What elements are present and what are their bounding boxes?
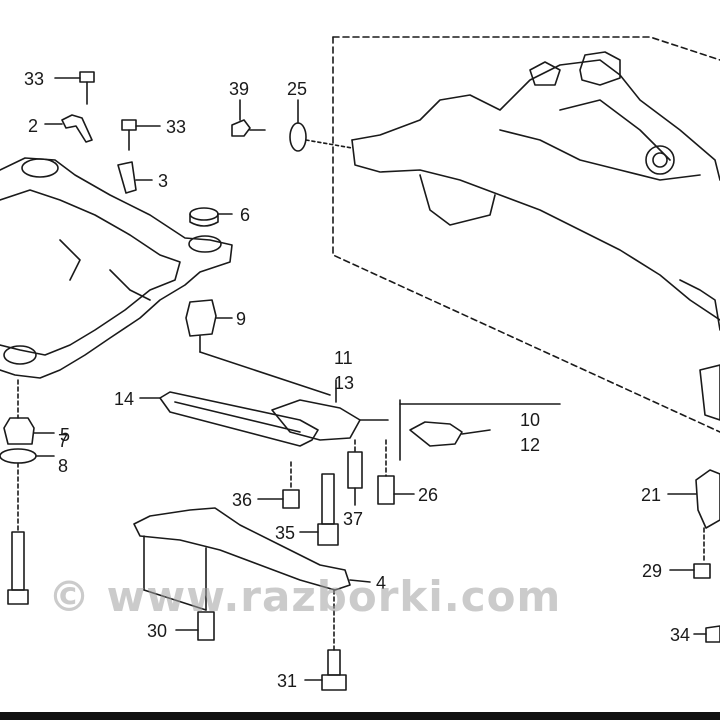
bolt-39 xyxy=(231,99,266,137)
callout-3: 3 xyxy=(158,171,169,191)
callout-10: 10 xyxy=(520,410,541,430)
brace-14 xyxy=(139,391,319,447)
callout-5: 5 xyxy=(60,425,71,445)
bolt-35 xyxy=(299,473,339,546)
bolt-30 xyxy=(175,611,215,641)
callout-35: 35 xyxy=(275,523,296,543)
callout-31: 31 xyxy=(277,671,298,691)
bracket-3 xyxy=(117,161,153,194)
callout-2: 2 xyxy=(28,116,39,136)
bolt-31 xyxy=(304,589,347,691)
callout-26: 26 xyxy=(418,485,439,505)
callout-33-top: 33 xyxy=(24,69,45,89)
callout-13: 13 xyxy=(334,373,355,393)
assembly-dashed-outline xyxy=(332,36,720,433)
callout-34: 34 xyxy=(670,625,691,645)
callout-25: 25 xyxy=(287,79,308,99)
mount-10-12 xyxy=(399,399,561,461)
callout-12: 12 xyxy=(520,435,541,455)
front-subframe-part xyxy=(0,157,233,379)
nut-29 xyxy=(669,563,711,579)
washer-25 xyxy=(289,99,353,152)
callout-11: 11 xyxy=(334,348,353,368)
callout-4: 4 xyxy=(376,573,387,593)
callout-37: 37 xyxy=(343,509,364,529)
callout-30: 30 xyxy=(147,621,168,641)
washer-6 xyxy=(189,207,233,227)
callout-9: 9 xyxy=(236,309,247,329)
washer-7-8 xyxy=(0,448,55,464)
bracket-2 xyxy=(44,114,93,143)
bushing-9 xyxy=(185,299,331,396)
callout-8: 8 xyxy=(58,456,69,476)
callout-7: 7 xyxy=(58,431,69,451)
bolt-37 xyxy=(347,439,363,506)
bolt-36 xyxy=(257,461,300,509)
bushing-5 xyxy=(3,379,55,445)
bottom-edge-bar xyxy=(0,712,720,720)
bolt-33-second xyxy=(121,119,161,151)
bolt-34 xyxy=(693,625,720,643)
crossmember-4 xyxy=(133,507,371,611)
rear-subframe-part xyxy=(351,51,720,421)
bolt-left-long xyxy=(7,462,29,605)
watermark-text: © www.razborki.com xyxy=(48,572,562,621)
callout-33-second: 33 xyxy=(166,117,187,137)
bracket-21 xyxy=(667,469,720,561)
bolt-33-top xyxy=(54,71,95,105)
callout-39: 39 xyxy=(229,79,250,99)
callout-29: 29 xyxy=(642,561,663,581)
callout-14: 14 xyxy=(114,389,135,409)
callout-21: 21 xyxy=(641,485,662,505)
bracket-11-13 xyxy=(271,379,389,441)
assembly-dashed-outline-top xyxy=(332,36,720,61)
callout-36: 36 xyxy=(232,490,253,510)
callout-6: 6 xyxy=(240,205,251,225)
bolt-26 xyxy=(377,439,415,505)
